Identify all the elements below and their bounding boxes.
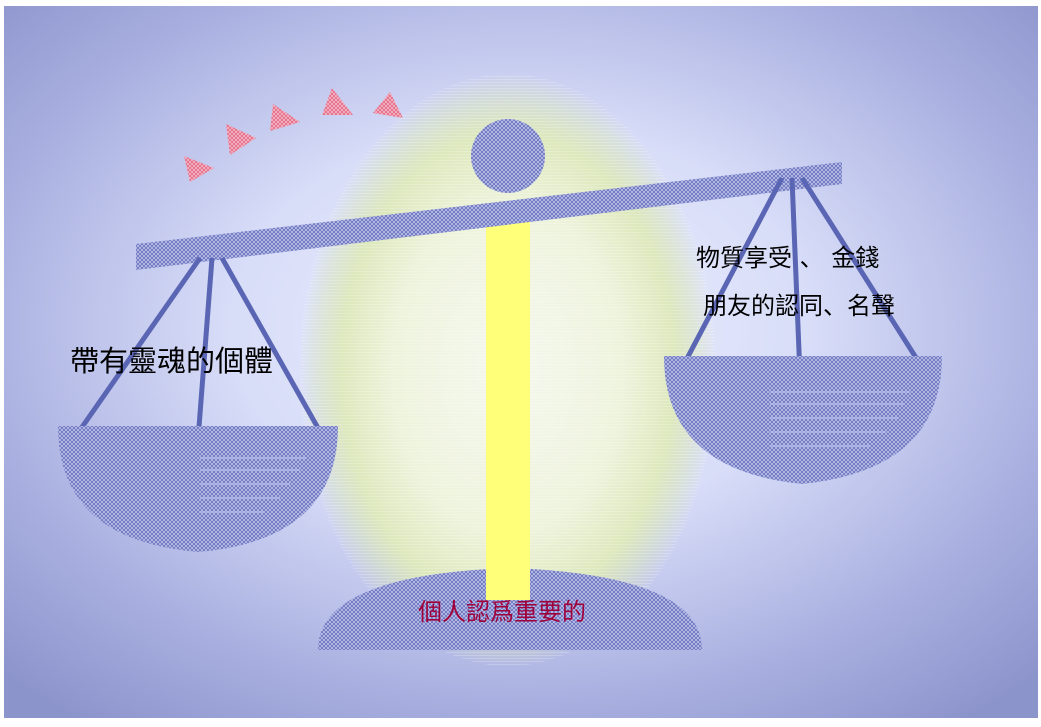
scale-top-knob: [471, 119, 545, 193]
base-label: 個人認爲重要的: [418, 598, 586, 626]
scale-beam: [136, 162, 842, 270]
scale-base: [318, 568, 702, 650]
red-triangles: [184, 88, 403, 182]
triangle-1: [184, 156, 214, 182]
triangle-3: [270, 104, 300, 131]
triangle-4: [322, 88, 353, 115]
left-pan-label: 帶有靈魂的個體: [70, 344, 274, 378]
right-pan-label-line2: 朋友的認同、名聲: [703, 292, 895, 320]
left-pan-strings: [77, 256, 321, 441]
right-pan-lines: [770, 391, 910, 447]
right-pan: [664, 356, 942, 484]
left-pan-lines: [200, 457, 306, 513]
triangle-2: [226, 124, 256, 155]
scale-pole: [486, 205, 530, 600]
right-pan-label-line1: 物質享受 、 金錢: [696, 244, 880, 272]
triangle-5: [373, 92, 403, 118]
right-pan-strings: [679, 176, 923, 377]
